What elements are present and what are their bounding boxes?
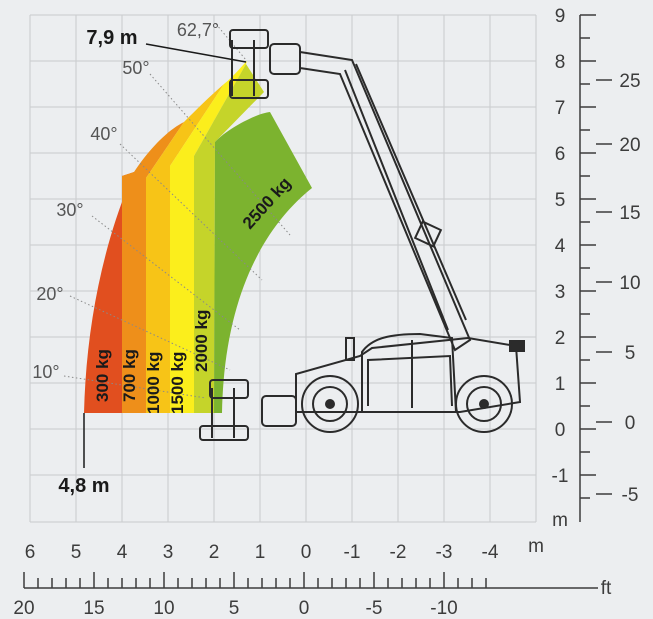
max-height-label: 7,9 m: [86, 27, 137, 49]
x-tick-m: -1: [344, 542, 361, 563]
zone-2000kg: [194, 64, 264, 413]
y-tick-m: 9: [555, 6, 566, 27]
y-tick-ft: -5: [622, 485, 639, 506]
y-tick-ft: 15: [619, 203, 640, 224]
y-tick-m: -1: [552, 466, 569, 487]
zone-1000kg: [146, 84, 224, 413]
zone-label: 1000 kg: [144, 352, 163, 414]
y-tick-m: 8: [555, 52, 566, 73]
y-tick-m: 6: [555, 144, 566, 165]
x-tick-m: 4: [117, 542, 128, 563]
y-tick-ft: 10: [619, 273, 640, 294]
x-tick-m: 6: [25, 542, 36, 563]
x-unit-m: m: [528, 536, 544, 557]
zone-300kg: [84, 172, 134, 413]
telehandler-machine: [199, 29, 525, 441]
x-tick-m: 3: [163, 542, 174, 563]
grid: [29, 14, 537, 523]
x-tick-ft: 0: [299, 598, 310, 619]
x-tick-m: 5: [71, 542, 82, 563]
zone-label: 300 kg: [93, 349, 112, 402]
y-tick-m: 2: [555, 328, 566, 349]
load-zones: [84, 61, 312, 413]
x-tick-ft: 10: [153, 598, 174, 619]
y-tick-m: 4: [555, 236, 566, 257]
x-tick-m: 1: [255, 542, 266, 563]
y-tick-m: 0: [555, 420, 566, 441]
zone-label: 700 kg: [120, 349, 139, 402]
angle-label: 40°: [90, 124, 117, 144]
bottom-axis: [23, 572, 598, 589]
angle-label: 50°: [122, 58, 149, 78]
y-tick-ft: 25: [619, 71, 640, 92]
y-tick-m: 5: [555, 190, 566, 211]
max-height-marker: [145, 43, 247, 63]
y-tick-m: 3: [555, 282, 566, 303]
y-tick-ft: 20: [619, 135, 640, 156]
zone-1500kg: [170, 61, 247, 413]
max-angle-label: 62,7°: [177, 20, 219, 40]
right-axis: [579, 14, 596, 522]
x-tick-ft: -10: [430, 598, 457, 619]
y-tick-m: 7: [555, 98, 566, 119]
zone-label: 1500 kg: [168, 352, 187, 414]
y-tick-m: 1: [555, 374, 566, 395]
y-unit-m: m: [552, 510, 568, 531]
zone-2500kg: [214, 112, 312, 413]
x-tick-m: -2: [390, 542, 407, 563]
right-axis-ft: [596, 79, 612, 495]
x-tick-ft: 20: [13, 598, 34, 619]
x-tick-m: -3: [436, 542, 453, 563]
x-tick-m: -4: [482, 542, 499, 563]
y-tick-ft: 0: [625, 413, 636, 434]
zone-700kg: [122, 122, 184, 413]
angle-label: 10°: [32, 362, 59, 382]
x-tick-m: 2: [209, 542, 220, 563]
x-tick-ft: 15: [83, 598, 104, 619]
angle-label: 30°: [56, 200, 83, 220]
x-tick-ft: -5: [366, 598, 383, 619]
x-tick-ft: 5: [229, 598, 240, 619]
x-unit-ft: ft: [601, 578, 612, 599]
angle-label: 20°: [36, 284, 63, 304]
max-reach-label: 4,8 m: [58, 475, 109, 497]
zone-label: 2000 kg: [192, 310, 211, 372]
y-tick-ft: 5: [625, 343, 636, 364]
x-tick-m: 0: [301, 542, 312, 563]
angle-guides: [63, 23, 291, 399]
